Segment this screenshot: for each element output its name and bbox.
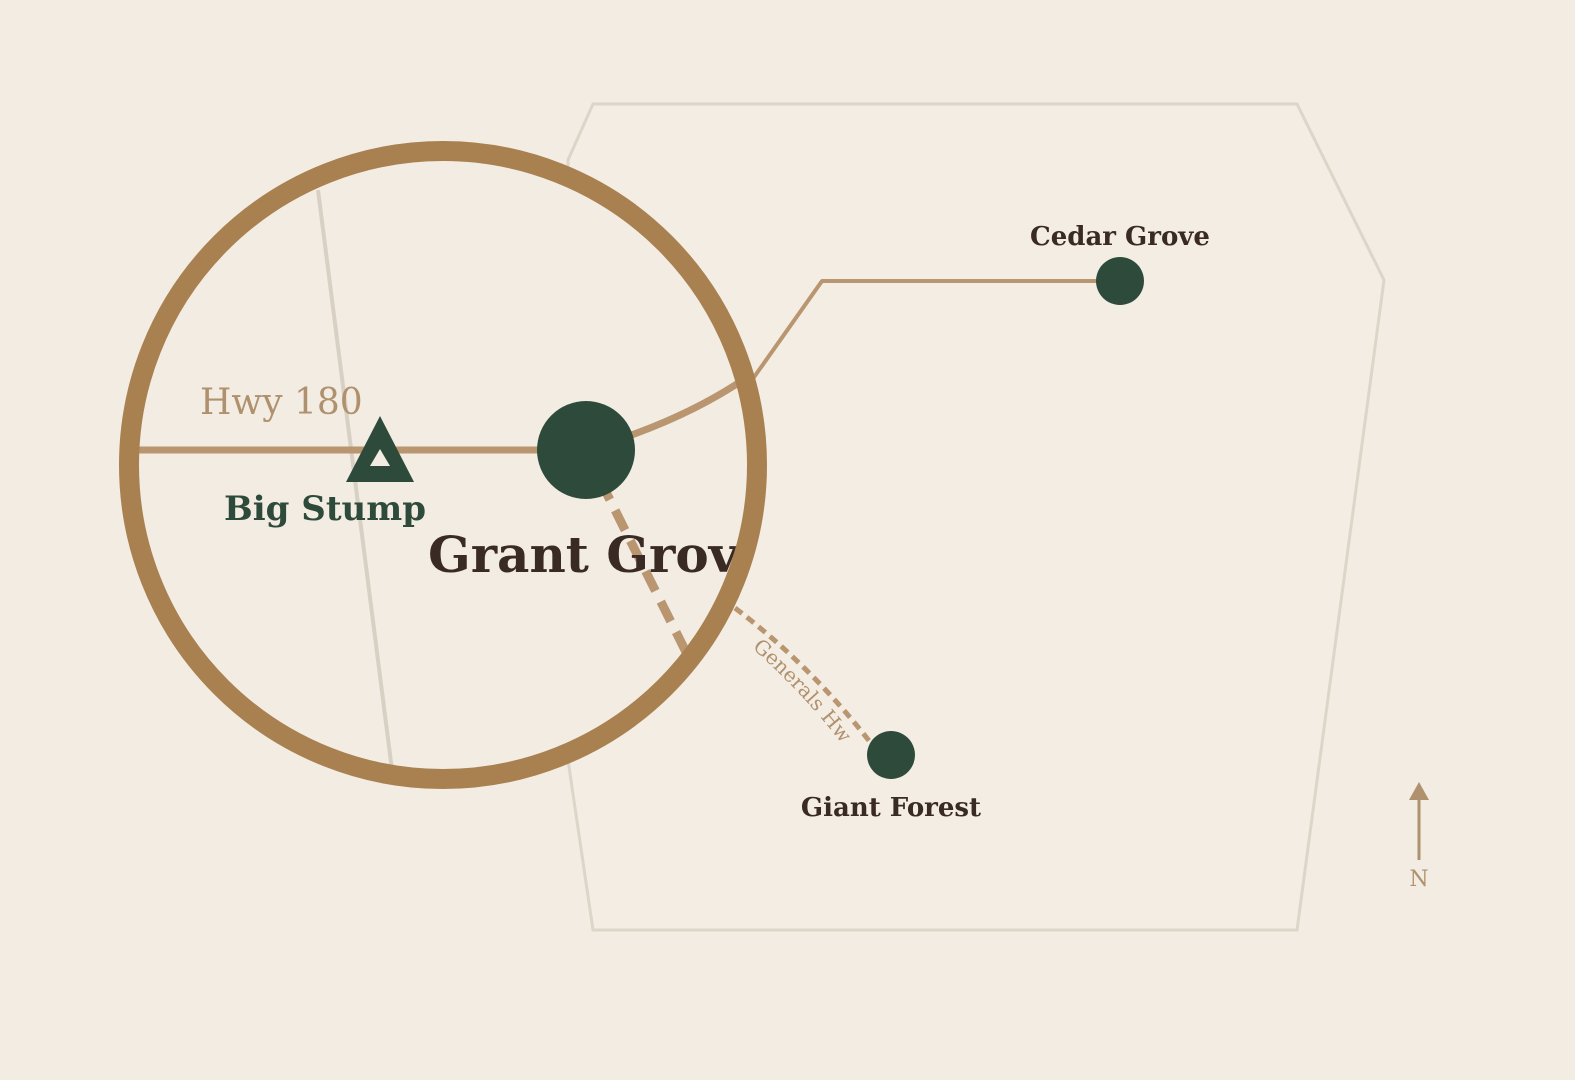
- north-arrow-head: [1409, 782, 1429, 800]
- road-generals-hwy-zoomed: [595, 477, 705, 683]
- compass: N: [1409, 782, 1429, 892]
- lens-fill: [129, 151, 757, 779]
- marker-cedar-grove[interactable]: [1096, 257, 1144, 305]
- label-big-stump: Big Stump: [224, 489, 426, 529]
- triangle-outline-icon[interactable]: [346, 416, 414, 482]
- magnifier-lens: Hwy 180 Grant Grove Big Stump: [119, 141, 770, 789]
- marker-grant-grove[interactable]: [537, 401, 635, 499]
- label-giant-forest: Giant Forest: [801, 793, 981, 823]
- marker-giant-forest[interactable]: [867, 731, 915, 779]
- road-label-hwy-180: Hwy 180: [200, 382, 363, 423]
- label-grant-grove: Grant Grove: [428, 525, 770, 584]
- lens-ring: [119, 141, 767, 789]
- road-hwy-180-east: [750, 279, 1120, 382]
- road-generals-hwy: [733, 606, 872, 744]
- compass-north-label: N: [1409, 867, 1428, 892]
- label-cedar-grove: Cedar Grove: [1030, 222, 1210, 252]
